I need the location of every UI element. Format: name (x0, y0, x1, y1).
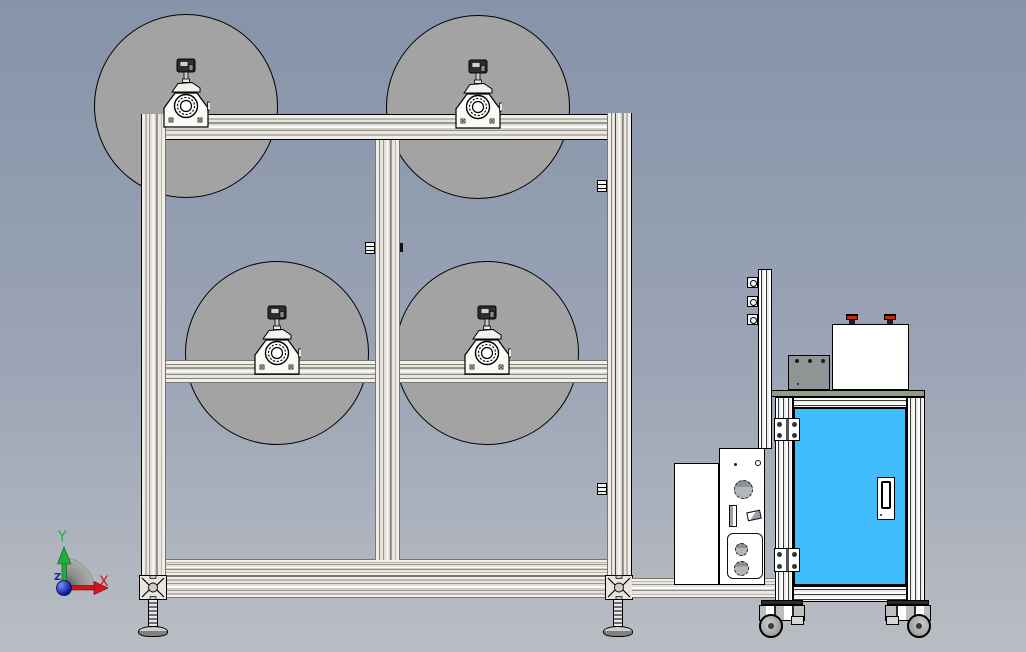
panel-socket-hole (734, 561, 749, 576)
frame-bottom-beam-lower[interactable] (141, 576, 632, 598)
plate-screw (821, 359, 825, 363)
extrusion-end-block-left (139, 575, 167, 600)
rail-bolt-circle (750, 317, 757, 324)
caster-left (757, 600, 807, 640)
leveling-foot (138, 626, 168, 637)
side-panel-cutouts[interactable] (719, 448, 765, 585)
leveling-foot-stem (613, 599, 623, 627)
panel-slot (729, 505, 737, 527)
y-axis-label: Y (57, 529, 67, 545)
handle-dot (880, 514, 882, 516)
rail-bolt-circle (750, 280, 757, 287)
frame-top-beam[interactable] (141, 114, 607, 140)
spool-top-left-bearing[interactable] (162, 58, 210, 130)
bolt-stem (849, 320, 855, 325)
z-axis-ball[interactable] (56, 580, 72, 596)
plate-dot (797, 383, 799, 385)
orientation-triad[interactable]: Y Z X (28, 524, 124, 648)
cabinet-tabletop[interactable] (771, 390, 925, 397)
cabinet-bottom-rail[interactable] (793, 586, 907, 602)
door-handle-recess (881, 481, 891, 509)
spool-bottom-right-bearing[interactable] (463, 305, 511, 377)
z-axis-label: Z (54, 572, 61, 583)
plate-screw (795, 359, 799, 363)
door-hinge-bottom (774, 548, 800, 572)
cabinet-right-column[interactable] (907, 397, 925, 602)
y-axis-arrow[interactable] (57, 546, 72, 589)
red-cap-bolt (884, 314, 896, 320)
door-hinge-top (774, 418, 800, 441)
panel-small-hole (755, 460, 761, 466)
door-handle[interactable] (877, 477, 895, 520)
caster-brake-pedal (791, 616, 804, 625)
side-panel-plain[interactable] (674, 463, 719, 585)
slot-connector-tab (597, 180, 607, 192)
rail-bolt-circle (750, 299, 757, 306)
clamp-knob[interactable] (267, 305, 287, 320)
frame-right-column[interactable] (607, 113, 632, 575)
extrusion-end-block-right (605, 575, 633, 600)
slot-connector-mark (400, 243, 403, 252)
panel-socket-hole (735, 543, 748, 556)
spool-top-right-bearing[interactable] (454, 59, 502, 131)
frame-left-column[interactable] (141, 114, 166, 576)
leveling-foot-stem (148, 599, 158, 627)
slot-connector-tab (597, 483, 607, 495)
red-cap-bolt (846, 314, 858, 320)
panel-pin-hole (734, 463, 737, 466)
clamp-knob[interactable] (176, 58, 196, 73)
caster-brake-pedal (886, 616, 899, 625)
spool-bottom-left-bearing[interactable] (253, 305, 301, 377)
clamp-knob[interactable] (477, 305, 497, 320)
clamp-knob[interactable] (468, 59, 488, 74)
side-rail-post[interactable] (758, 269, 772, 449)
plate-screw (808, 359, 812, 363)
control-box[interactable] (832, 324, 909, 390)
slot-connector-tab (365, 242, 375, 254)
x-axis-label: X (99, 574, 109, 590)
panel-socket-outline (727, 533, 763, 579)
caster-right (883, 600, 933, 640)
bolt-stem (887, 320, 893, 325)
panel-connector-hole (734, 480, 753, 499)
frame-middle-post[interactable] (375, 140, 400, 560)
panel-switch-hole (746, 509, 762, 522)
frame-bottom-beam-upper[interactable] (152, 559, 620, 576)
leveling-foot (603, 626, 633, 637)
